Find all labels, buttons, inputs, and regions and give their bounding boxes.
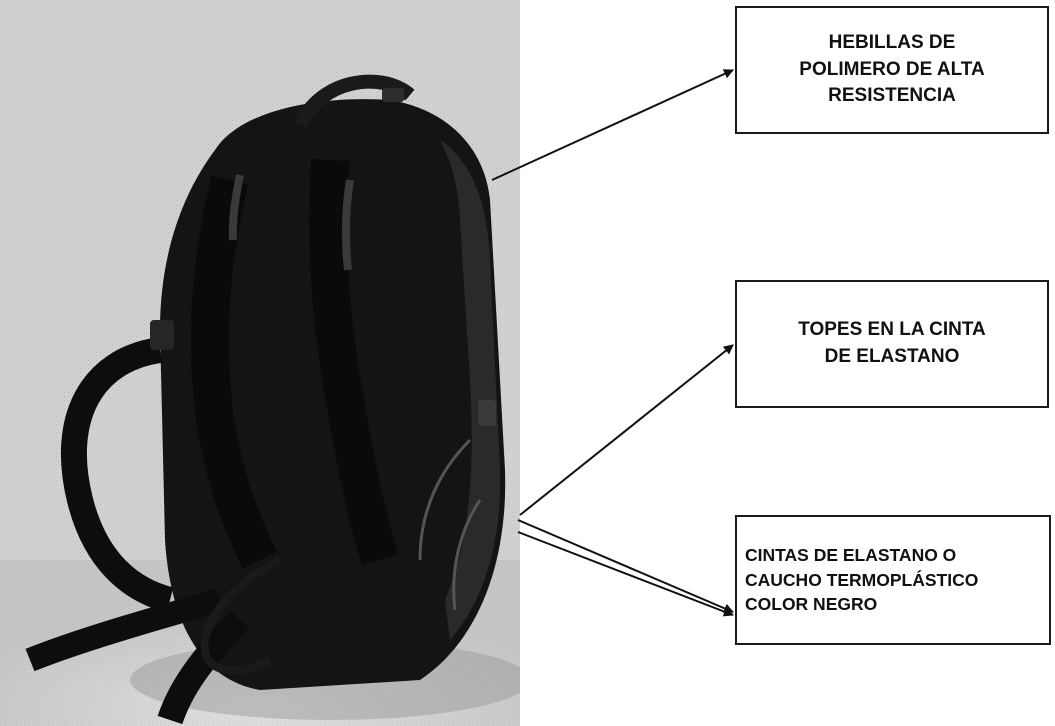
label-cintas-line-1: CINTAS DE ELASTANO O [745,545,957,566]
backpack-illustration [0,0,520,726]
label-cintas-line-2: CAUCHO TERMOPLÁSTICO [745,569,979,590]
label-topes: TOPES EN LA CINTA DE ELASTANO [735,280,1049,408]
label-cintas: CINTAS DE ELASTANO O CAUCHO TERMOPLÁSTIC… [735,515,1051,645]
label-hebillas-line-1: HEBILLAS DE [828,32,956,54]
label-cintas-line-3: COLOR NEGRO [745,594,878,615]
arrow-cintas-lower [517,531,734,617]
arrow-cintas-upper [517,519,734,614]
label-hebillas-line-3: RESISTENCIA [828,85,956,107]
arrow-topes [519,344,734,516]
label-topes-line-2: DE ELASTANO [824,346,960,367]
label-hebillas-line-2: POLIMERO DE ALTA [799,58,985,80]
label-topes-line-1: TOPES EN LA CINTA [798,319,986,341]
backpack-photo [0,0,520,726]
arrow-hebillas [491,69,734,181]
label-hebillas: HEBILLAS DE POLIMERO DE ALTA RESISTENCIA [735,6,1049,134]
